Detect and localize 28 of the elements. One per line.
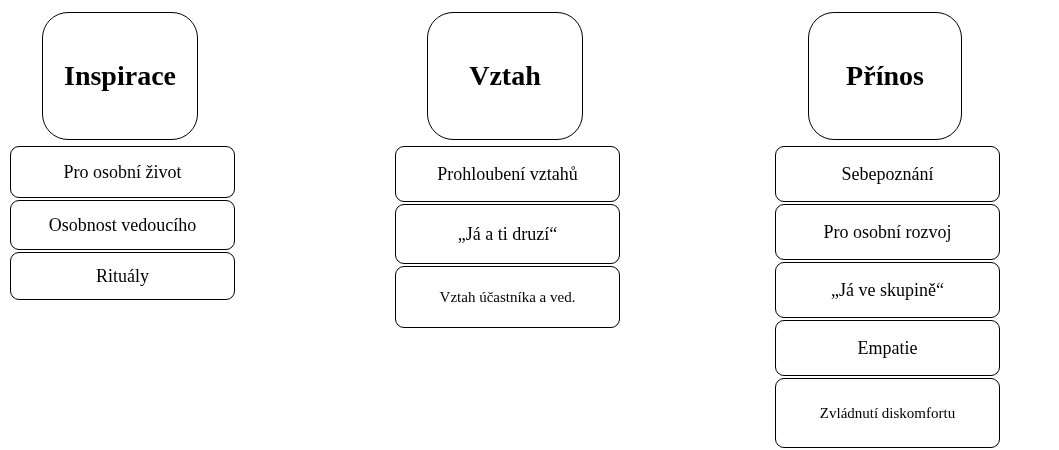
item-box: [775, 320, 1000, 376]
heading-text: Přínos: [846, 60, 924, 92]
item-box: [10, 252, 235, 300]
item-box: [10, 146, 235, 198]
item-box: [775, 146, 1000, 202]
item-text: Pro osobní rozvoj: [823, 221, 952, 243]
heading-text: Inspirace: [64, 60, 176, 92]
heading-box: [808, 12, 962, 140]
item-box: [10, 200, 235, 250]
heading-box: [42, 12, 198, 140]
item-box: [395, 266, 620, 328]
heading-box: [427, 12, 583, 140]
item-box: [775, 378, 1000, 448]
item-box: [775, 204, 1000, 260]
item-text: Osobnost vedoucího: [48, 214, 197, 236]
item-text: Pro osobní život: [63, 161, 182, 183]
item-text: Vztah účastníka a ved.: [439, 288, 576, 306]
item-text: „Já a ti druzí“: [457, 223, 558, 245]
heading-text: Vztah: [469, 60, 541, 92]
item-text: Rituály: [96, 265, 149, 287]
item-text: Sebepoznání: [841, 163, 934, 185]
item-box: [775, 262, 1000, 318]
item-box: [395, 204, 620, 264]
item-text: Zvládnutí diskomfortu: [819, 404, 956, 422]
item-text: „Já ve skupině“: [831, 279, 944, 301]
item-text: Prohloubení vztahů: [437, 163, 578, 185]
item-box: [395, 146, 620, 202]
item-text: Empatie: [857, 337, 918, 359]
